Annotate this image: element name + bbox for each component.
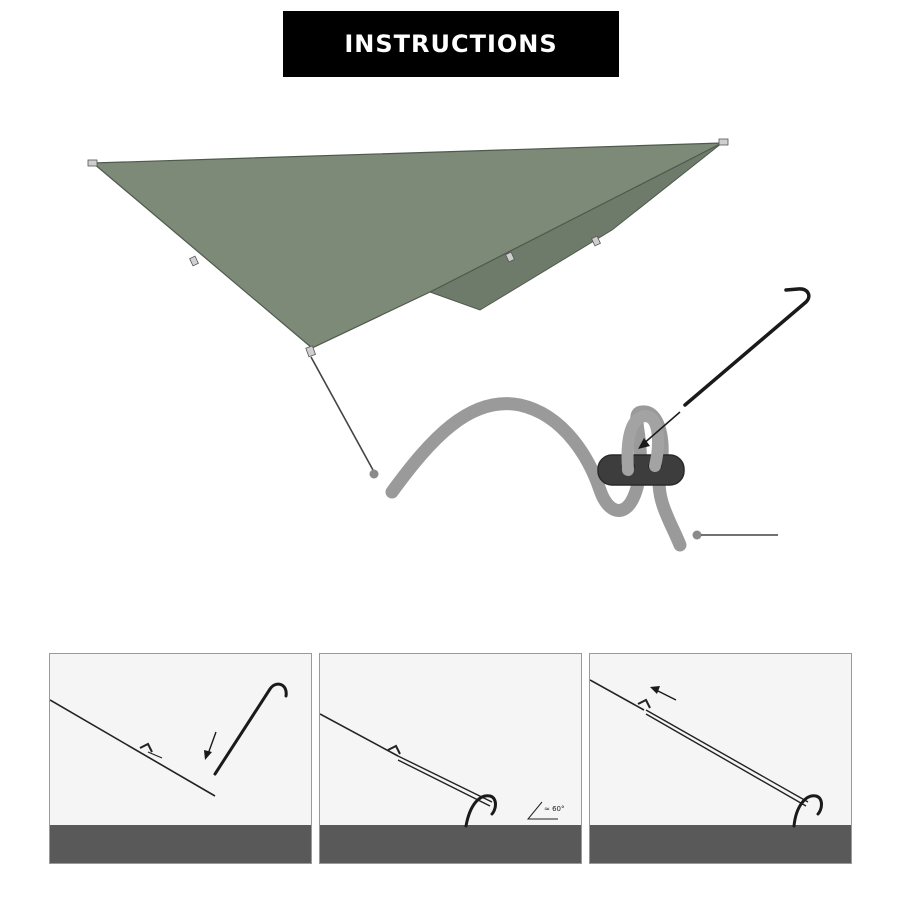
guy-line bbox=[50, 699, 216, 797]
angle-marker bbox=[526, 801, 558, 820]
rope-front-strand bbox=[621, 409, 664, 476]
side-tab-2 bbox=[505, 251, 515, 263]
step-panel-1 bbox=[49, 653, 312, 864]
stake-hook bbox=[792, 794, 823, 828]
banner-title: INSTRUCTIONS bbox=[344, 30, 558, 58]
side-tab-3 bbox=[591, 235, 601, 247]
tensioner-icon bbox=[139, 742, 153, 753]
step-panel-2: ≈ 60° bbox=[319, 653, 582, 864]
tensioner-icon bbox=[637, 698, 651, 709]
guy-line-end bbox=[369, 469, 379, 479]
arrow-head-up-left bbox=[650, 686, 660, 694]
rope-double-2 bbox=[645, 713, 807, 807]
insert-arrow-shaft bbox=[641, 411, 681, 446]
stake bbox=[213, 682, 288, 776]
rope-double-1 bbox=[397, 755, 493, 803]
grommet-right bbox=[718, 138, 729, 146]
guy-line bbox=[590, 679, 645, 711]
guy-line bbox=[320, 713, 399, 757]
arrow-shaft bbox=[207, 731, 217, 755]
tensioner bbox=[597, 454, 685, 486]
angle-label: ≈ 60° bbox=[544, 805, 565, 813]
stake bbox=[683, 287, 811, 407]
grommet-bottom bbox=[305, 345, 316, 358]
rope-double-1 bbox=[645, 709, 809, 803]
side-tab-1 bbox=[189, 255, 199, 267]
guy-line bbox=[310, 356, 374, 471]
cord-end-knob bbox=[692, 530, 702, 540]
ground bbox=[590, 825, 851, 863]
step-panel-3 bbox=[589, 653, 852, 864]
grommet-left bbox=[87, 159, 98, 167]
arrow-head-down-left bbox=[204, 750, 212, 760]
insert-arrow-head bbox=[638, 438, 650, 449]
instructions-banner: INSTRUCTIONS bbox=[283, 11, 619, 77]
tensioner-icon bbox=[387, 744, 401, 755]
ground bbox=[50, 825, 311, 863]
rope-double-2 bbox=[397, 759, 491, 807]
rope-end bbox=[147, 751, 163, 759]
tarp-setup-illustration bbox=[87, 138, 811, 552]
stake-hook bbox=[464, 794, 497, 828]
ground bbox=[320, 825, 581, 863]
tarp-main bbox=[91, 142, 723, 349]
arrow-shaft bbox=[655, 689, 677, 701]
